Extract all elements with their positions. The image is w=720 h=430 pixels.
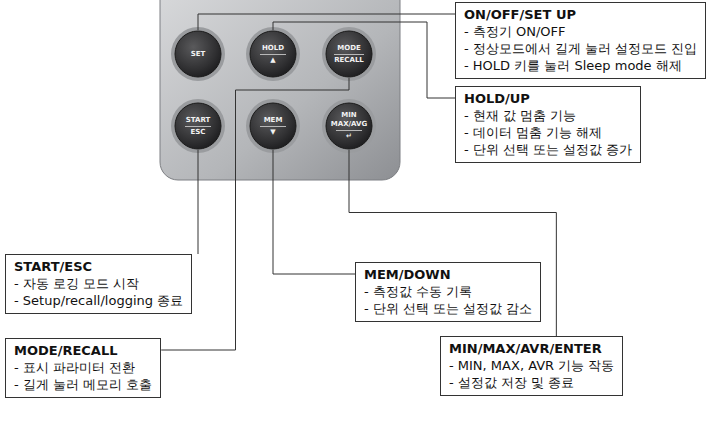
body-text: - 설정값 저장 및 종료 [449, 374, 614, 391]
button-circle [326, 103, 372, 149]
body-text: ESC [185, 126, 211, 137]
heading-text: MODE/RECALL [14, 342, 152, 359]
heading-text: HOLD/UP [464, 90, 632, 107]
body-text: - 단위 선택 또는 설정값 감소 [364, 300, 532, 317]
body-text: - 자동 로깅 모드 시작 [14, 275, 183, 292]
heading-text: START [186, 116, 211, 125]
button-circle [250, 31, 296, 77]
body-text: - HOLD 키를 눌러 Sleep mode 해제 [464, 57, 697, 74]
leader-line [349, 150, 556, 336]
callout-box: MODE/RECALL- 표시 파라미터 전환- 길게 눌러 메모리 호출 [5, 338, 161, 398]
body-text: - MIN, MAX, AVR 기능 작동 [449, 357, 614, 374]
key-button: HOLD▲ [249, 30, 297, 78]
heading-text: MIN/MAX/AVR/ENTER [449, 340, 614, 357]
button-well [322, 99, 376, 153]
heading-text: MODE [337, 44, 361, 53]
body-text: - 데이터 멈춤 기능 해제 [464, 124, 632, 141]
button-well [322, 27, 376, 81]
button-well [171, 99, 225, 153]
key-button: MINMAX/AVG↵ [325, 102, 373, 150]
callout-box: START/ESC- 자동 로깅 모드 시작- Setup/recall/log… [5, 254, 192, 314]
heading-text: ON/OFF/SET UP [464, 6, 697, 23]
heading-text: MEM/DOWN [364, 266, 532, 283]
button-circle [326, 31, 372, 77]
button-well [246, 99, 300, 153]
heading-text: MIN [341, 111, 356, 120]
callout-box: HOLD/UP- 현재 값 멈춤 기능- 데이터 멈춤 기능 해제- 단위 선택… [455, 86, 641, 163]
leader-line [198, 150, 199, 254]
body-text: - 표시 파라미터 전환 [14, 359, 152, 376]
body-text: - 정상모드에서 길게 눌러 설정모드 진입 [464, 40, 697, 57]
body-text: - 측정값 수동 기록 [364, 283, 532, 300]
button-circle [175, 31, 221, 77]
body-text: - 단위 선택 또는 설정값 증가 [464, 141, 632, 158]
leader-line [273, 150, 355, 274]
callout-box: MIN/MAX/AVR/ENTER- MIN, MAX, AVR 기능 작동- … [440, 336, 623, 396]
heading-text: HOLD [262, 44, 284, 53]
body-text: RECALL [334, 54, 364, 65]
button-well [246, 27, 300, 81]
key-button: STARTESC [174, 102, 222, 150]
leader-line [273, 22, 455, 98]
body-text: - 측정기 ON/OFF [464, 23, 697, 40]
body-text: ↵ [336, 130, 362, 141]
body-text: - 현재 값 멈춤 기능 [464, 107, 632, 124]
button-circle [175, 103, 221, 149]
body-text: ▼ [260, 126, 286, 137]
key-button: MODERECALL [325, 30, 373, 78]
button-circle [250, 103, 296, 149]
body-text: - 길게 눌러 메모리 호출 [14, 376, 152, 393]
key-button: MEM▼ [249, 102, 297, 150]
heading-text: MEM [264, 116, 283, 125]
heading-text: SET [191, 50, 206, 59]
body-text: - Setup/recall/logging 종료 [14, 292, 183, 309]
body-text: ▲ [260, 54, 286, 65]
heading-text: START/ESC [14, 258, 183, 275]
key-button: SET [174, 30, 222, 78]
callout-box: ON/OFF/SET UP- 측정기 ON/OFF- 정상모드에서 길게 눌러 … [455, 2, 706, 79]
callout-box: MEM/DOWN- 측정값 수동 기록- 단위 선택 또는 설정값 감소 [355, 262, 541, 322]
body-text: MAX/AVG [331, 120, 367, 129]
button-well [171, 27, 225, 81]
